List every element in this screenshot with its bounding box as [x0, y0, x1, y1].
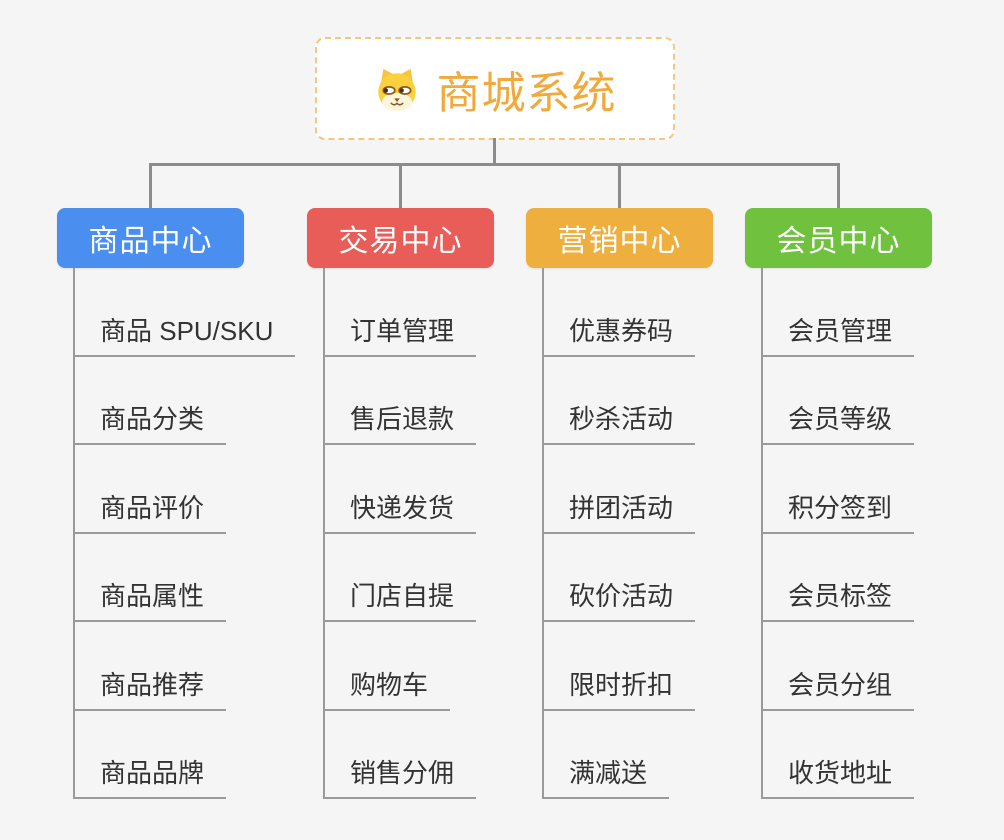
- child-topic-label: 会员标签: [761, 576, 915, 622]
- child-topic-label: 会员等级: [761, 399, 915, 445]
- branch: 营销中心 优惠券码 秒杀活动 拼团活动 砍价活动 限时折扣 满减送: [526, 163, 786, 799]
- child-topic[interactable]: 砍价活动: [542, 534, 786, 622]
- child-topic[interactable]: 限时折扣: [542, 622, 786, 711]
- child-topic-label: 门店自提: [323, 576, 477, 622]
- branch-spine: [542, 268, 544, 799]
- branch-spine: [761, 268, 763, 799]
- child-topic[interactable]: 商品评价: [73, 445, 317, 534]
- connector-bus: [149, 163, 840, 166]
- child-topic[interactable]: 优惠券码: [542, 268, 786, 357]
- branch-items: 会员管理 会员等级 积分签到 会员标签 会员分组 收货地址: [745, 268, 1004, 799]
- branch-items: 订单管理 售后退款 快递发货 门店自提 购物车 销售分佣: [307, 268, 567, 799]
- child-topic[interactable]: 商品 SPU/SKU: [73, 268, 317, 357]
- child-topic[interactable]: 满减送: [542, 711, 786, 799]
- branch-header[interactable]: 会员中心: [745, 208, 932, 268]
- child-topic[interactable]: 销售分佣: [323, 711, 567, 799]
- child-topic-label: 会员分组: [761, 665, 915, 711]
- branch-items: 优惠券码 秒杀活动 拼团活动 砍价活动 限时折扣 满减送: [526, 268, 786, 799]
- child-topic[interactable]: 秒杀活动: [542, 357, 786, 445]
- child-topic-label: 拼团活动: [542, 488, 696, 534]
- child-topic-label: 商品属性: [73, 576, 227, 622]
- branch-spine: [73, 268, 75, 799]
- connector-root-stem: [493, 138, 496, 166]
- branch: 商品中心 商品 SPU/SKU 商品分类 商品评价 商品属性 商品推荐 商品品牌: [57, 163, 317, 799]
- child-topic[interactable]: 拼团活动: [542, 445, 786, 534]
- child-topic-label: 销售分佣: [323, 753, 477, 799]
- root-title: 商城系统: [436, 68, 617, 118]
- branch-items: 商品 SPU/SKU 商品分类 商品评价 商品属性 商品推荐 商品品牌: [57, 268, 317, 799]
- child-topic[interactable]: 商品品牌: [73, 711, 317, 799]
- child-topic[interactable]: 快递发货: [323, 445, 567, 534]
- child-topic[interactable]: 商品推荐: [73, 622, 317, 711]
- child-topic-label: 秒杀活动: [542, 399, 696, 445]
- connector-branch-drop: [399, 163, 402, 208]
- child-topic-label: 砍价活动: [542, 576, 696, 622]
- child-topic-label: 购物车: [323, 665, 451, 711]
- child-topic-label: 限时折扣: [542, 665, 696, 711]
- child-topic-label: 商品评价: [73, 488, 227, 534]
- child-topic-label: 商品品牌: [73, 753, 227, 799]
- child-topic[interactable]: 门店自提: [323, 534, 567, 622]
- child-topic[interactable]: 商品分类: [73, 357, 317, 445]
- root-node[interactable]: 商城系统: [315, 37, 675, 140]
- child-topic[interactable]: 商品属性: [73, 534, 317, 622]
- branch: 会员中心 会员管理 会员等级 积分签到 会员标签 会员分组 收货地址: [745, 163, 1004, 799]
- child-topic-label: 满减送: [542, 753, 670, 799]
- branch-label: 会员中心: [776, 225, 901, 258]
- child-topic-label: 收货地址: [761, 753, 915, 799]
- branch: 交易中心 订单管理 售后退款 快递发货 门店自提 购物车 销售分佣: [307, 163, 567, 799]
- child-topic-label: 优惠券码: [542, 311, 696, 357]
- dog-face-icon: [374, 66, 420, 112]
- connector-branch-drop: [149, 163, 152, 208]
- child-topic[interactable]: 订单管理: [323, 268, 567, 357]
- child-topic-label: 快递发货: [323, 488, 477, 534]
- child-topic[interactable]: 会员标签: [761, 534, 1004, 622]
- child-topic-label: 订单管理: [323, 311, 477, 357]
- child-topic[interactable]: 会员等级: [761, 357, 1004, 445]
- child-topic[interactable]: 会员管理: [761, 268, 1004, 357]
- branch-spine: [323, 268, 325, 799]
- branch-header[interactable]: 交易中心: [307, 208, 494, 268]
- child-topic-label: 积分签到: [761, 488, 915, 534]
- branch-label: 商品中心: [88, 225, 213, 258]
- connector-branch-drop: [618, 163, 621, 208]
- branch-header[interactable]: 商品中心: [57, 208, 244, 268]
- child-topic-label: 会员管理: [761, 311, 915, 357]
- child-topic-label: 商品分类: [73, 399, 227, 445]
- child-topic[interactable]: 售后退款: [323, 357, 567, 445]
- child-topic[interactable]: 积分签到: [761, 445, 1004, 534]
- branch-label: 交易中心: [338, 225, 463, 258]
- branch-header[interactable]: 营销中心: [526, 208, 713, 268]
- child-topic-label: 售后退款: [323, 399, 477, 445]
- child-topic[interactable]: 购物车: [323, 622, 567, 711]
- child-topic-label: 商品 SPU/SKU: [73, 311, 296, 357]
- child-topic[interactable]: 会员分组: [761, 622, 1004, 711]
- child-topic[interactable]: 收货地址: [761, 711, 1004, 799]
- connector-branch-drop: [837, 163, 840, 208]
- branch-label: 营销中心: [557, 225, 682, 258]
- child-topic-label: 商品推荐: [73, 665, 227, 711]
